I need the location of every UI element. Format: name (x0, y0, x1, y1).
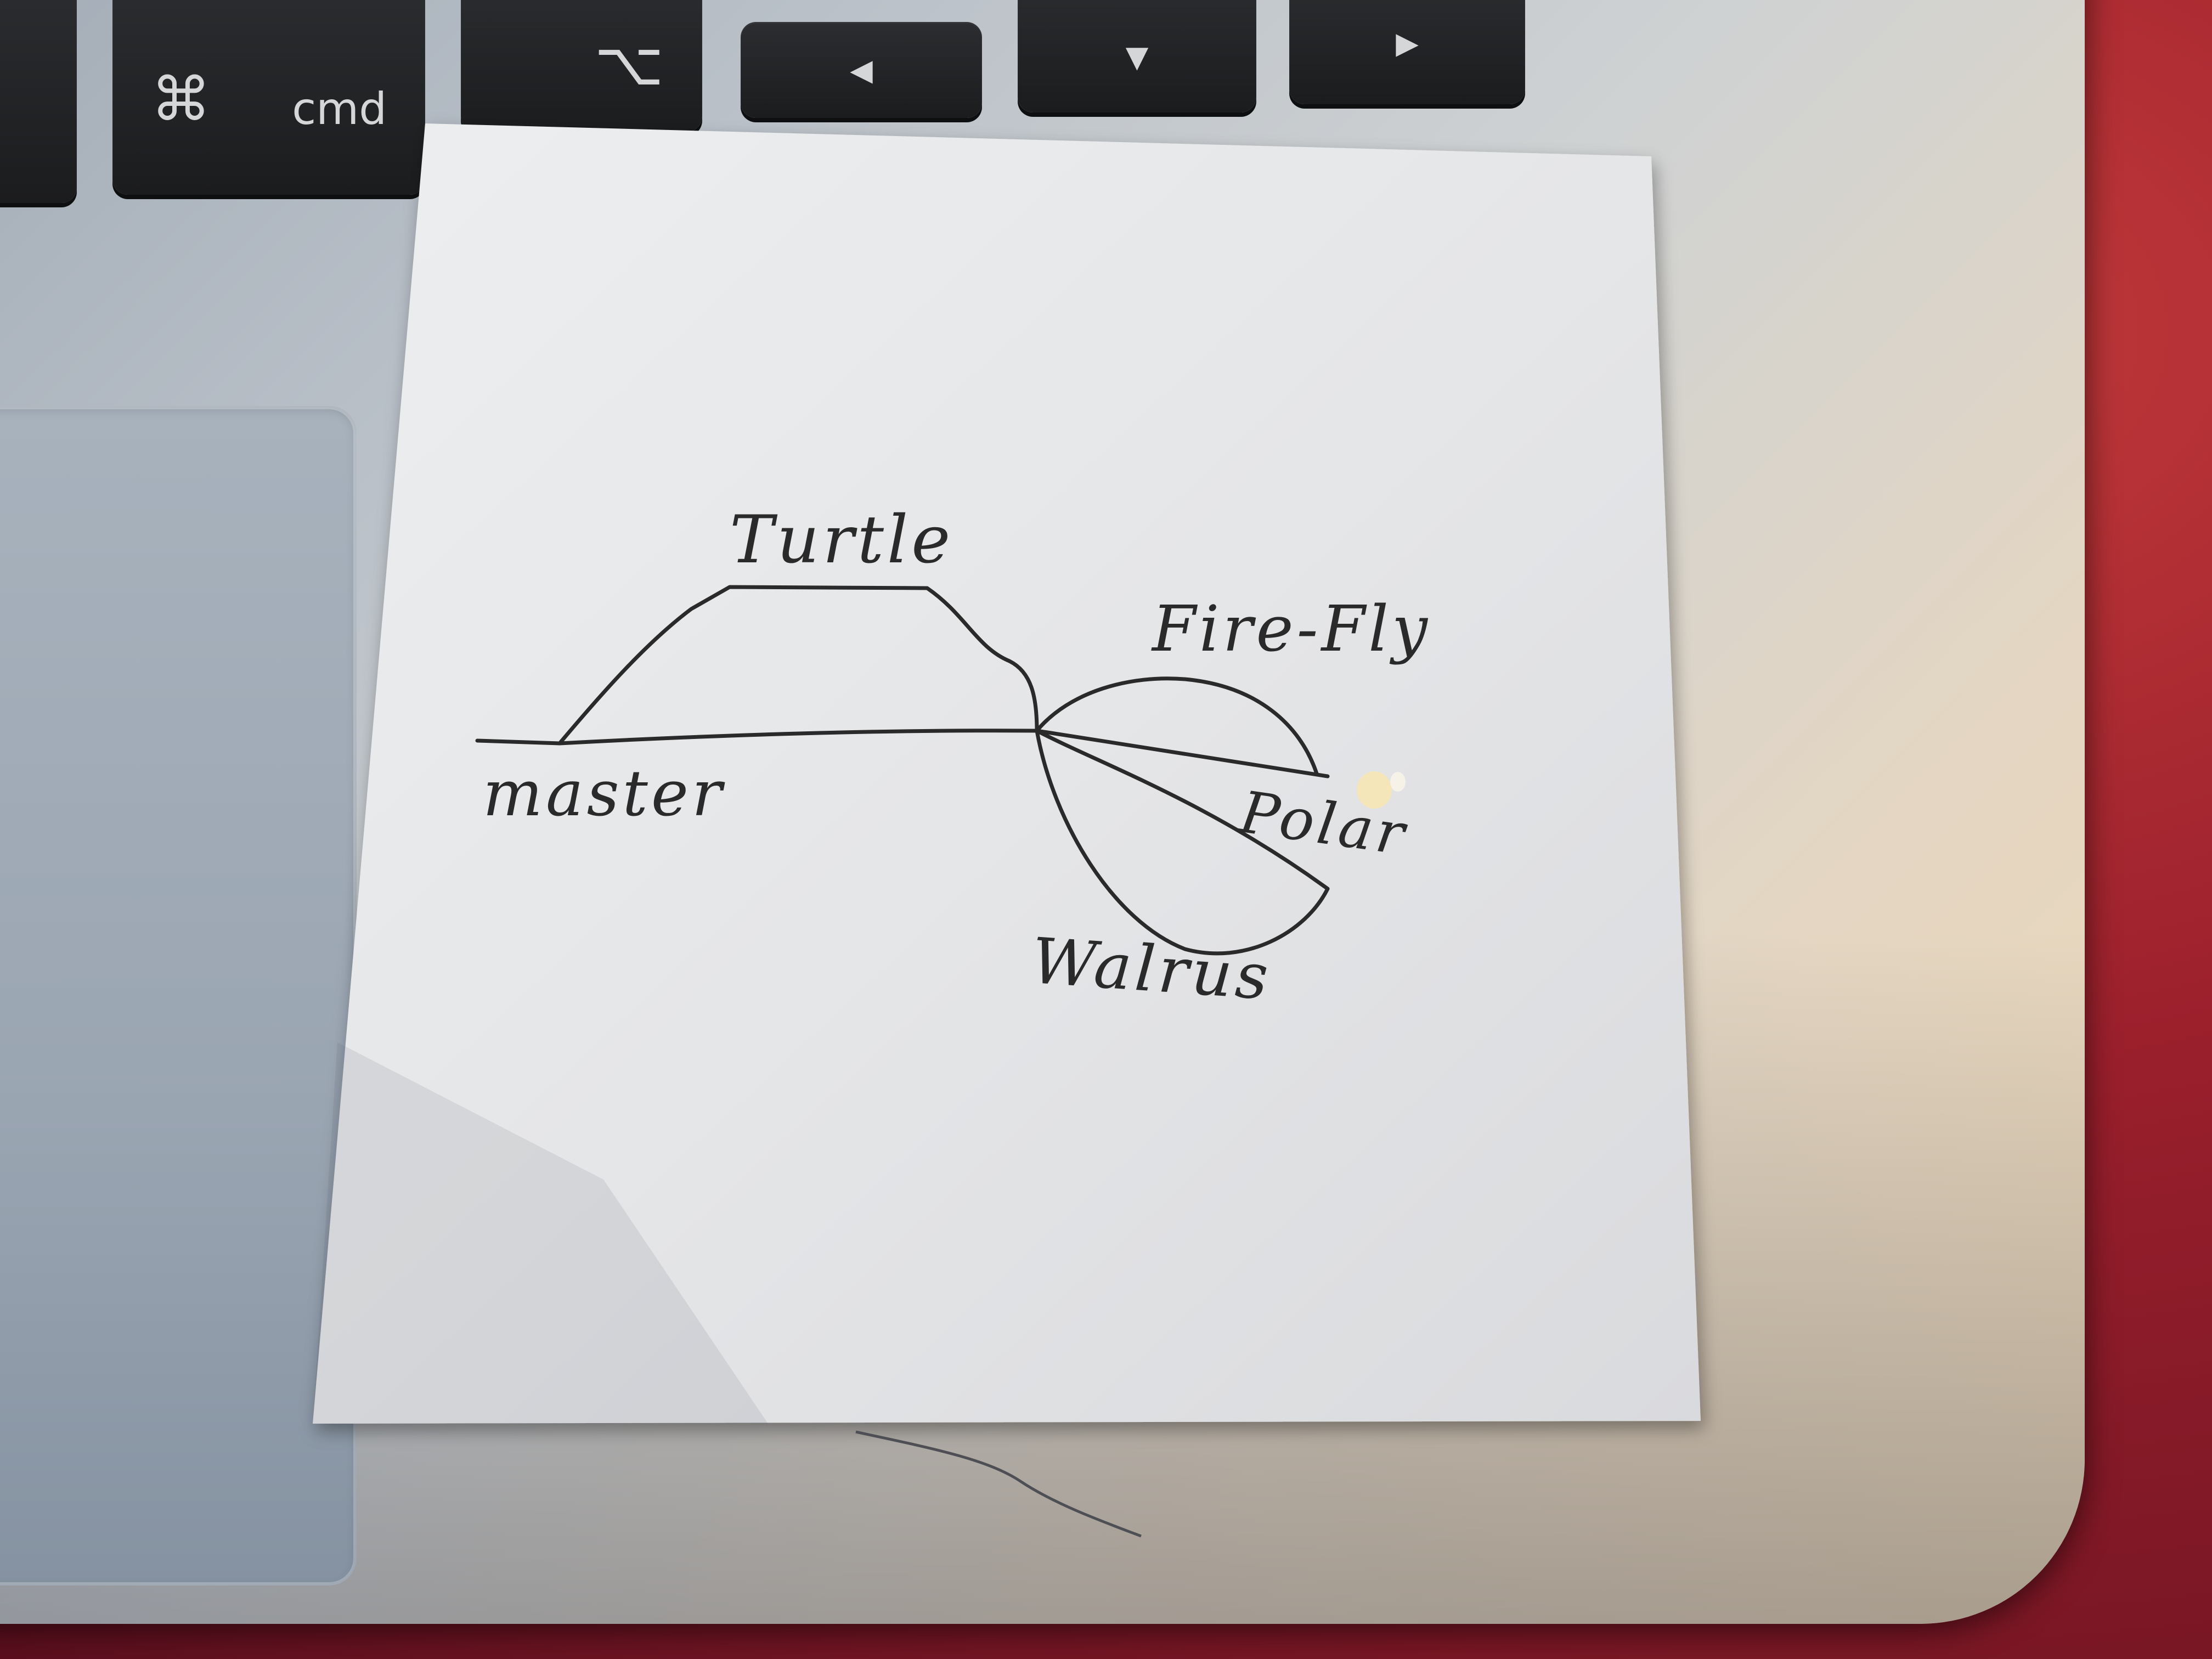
key-arrow-left[interactable]: ◀ (741, 22, 982, 118)
trackpad (0, 406, 357, 1585)
note-paper (313, 123, 1701, 1424)
note-shadow-overlay (313, 1042, 768, 1424)
punched-hole (1357, 771, 1392, 809)
arrow-right-icon: ▶ (1396, 26, 1419, 60)
master-line (475, 729, 1330, 778)
command-icon: ⌘ (151, 64, 211, 134)
arrow-left-icon: ◀ (850, 53, 873, 87)
arrow-down-icon: ▼ (1125, 40, 1149, 74)
walrus-curve (1035, 729, 1330, 956)
firefly-arc (1035, 676, 1319, 776)
label-master: master (483, 757, 725, 831)
key-left-partial (0, 0, 77, 203)
turtle-curve (557, 585, 1039, 746)
cmd-label: cmd (292, 83, 387, 134)
label-firefly: Fire-Fly (1152, 592, 1431, 666)
key-arrow-down[interactable]: ▼ (1018, 0, 1256, 112)
hand-drawn-diagram (475, 585, 1330, 956)
label-turtle: Turtle (730, 502, 954, 578)
key-arrow-right[interactable]: ▶ (1289, 0, 1525, 104)
key-option[interactable]: ⌥ (461, 0, 702, 132)
polar-line (1035, 729, 1330, 891)
option-icon: ⌥ (594, 29, 664, 99)
key-command[interactable]: ⌘ cmd (112, 0, 425, 195)
